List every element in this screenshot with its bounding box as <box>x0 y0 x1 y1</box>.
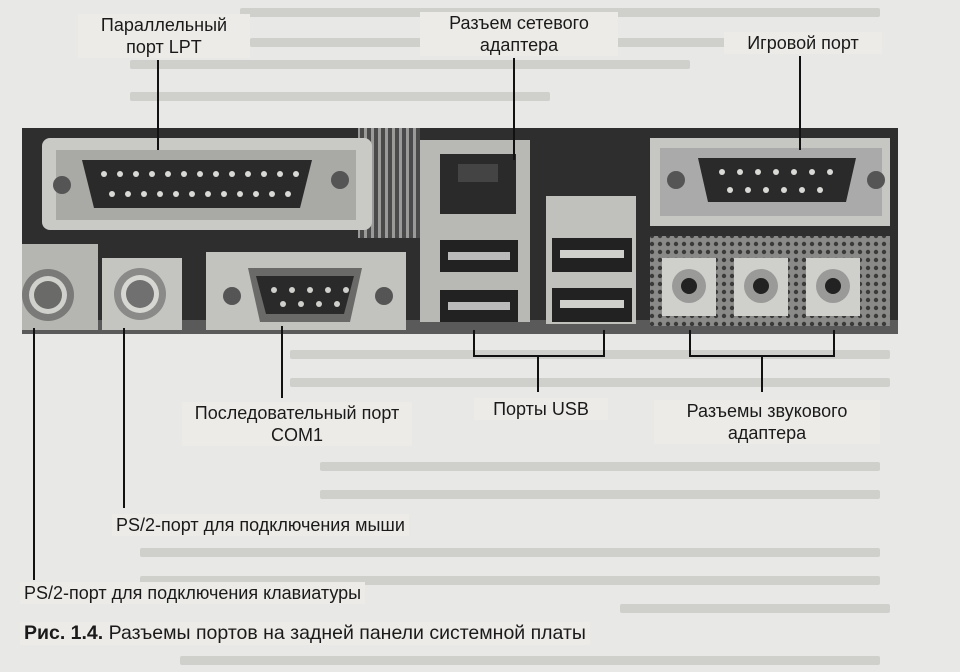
label-game: Игровой порт <box>724 32 882 54</box>
lpt-port <box>42 138 372 230</box>
label-network: Разъем сетевого адаптера <box>420 12 618 56</box>
label-ps2-keyboard-text: PS/2-порт для подключения клавиатуры <box>24 583 362 603</box>
label-audio: Разъемы звукового адаптера <box>654 400 880 444</box>
label-com: Последовательный порт COM1 <box>182 402 412 446</box>
figure-number: Рис. 1.4. <box>24 622 104 644</box>
label-lpt: Параллельный порт LPT <box>78 14 250 58</box>
figure-caption-text: Разъемы портов на задней панели системно… <box>108 622 586 644</box>
label-lpt-text: Параллельный порт LPT <box>100 15 228 57</box>
label-audio-text: Разъемы звукового адаптера <box>686 401 848 443</box>
label-com-text: Последовательный порт COM1 <box>194 403 400 445</box>
usb-port-stack-left <box>440 240 518 322</box>
label-network-text: Разъем сетевого адаптера <box>449 13 589 55</box>
label-game-text: Игровой порт <box>747 33 859 53</box>
com1-port <box>206 252 406 330</box>
ps2-mouse-port <box>102 258 182 330</box>
label-ps2-keyboard: PS/2-порт для подключения клавиатуры <box>20 582 366 604</box>
label-usb-text: Порты USB <box>493 399 589 419</box>
game-port <box>650 138 890 226</box>
audio-jacks <box>650 236 890 326</box>
label-ps2-mouse: PS/2-порт для подключения мыши <box>112 514 409 536</box>
usb-port-stack-right <box>546 196 636 324</box>
figure-caption: Рис. 1.4. Разъемы портов на задней панел… <box>20 622 590 645</box>
ps2-keyboard-port <box>22 244 98 330</box>
label-ps2-mouse-text: PS/2-порт для подключения мыши <box>116 515 405 535</box>
label-usb: Порты USB <box>474 398 608 420</box>
